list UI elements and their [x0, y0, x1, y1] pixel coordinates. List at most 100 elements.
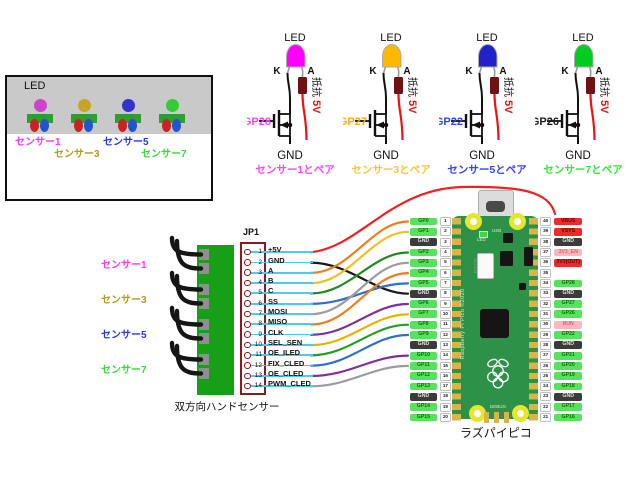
- pin-hole: [244, 310, 251, 318]
- pin-wire-stub: [251, 333, 313, 336]
- pico-pin-row: 28 GND: [540, 340, 582, 350]
- mosfet-junction-dot: [287, 122, 293, 128]
- pico-pin-row: 34 GP28: [540, 278, 582, 288]
- emitter-icon: [74, 119, 83, 132]
- pin-label: GP12: [410, 372, 437, 381]
- pin-wire-stub: [251, 251, 313, 253]
- sensor1-label: センサー1: [15, 137, 61, 148]
- cable-pad: [199, 263, 209, 274]
- pico-brand-text: Raspberry Pi Pico ©2020: [460, 288, 466, 360]
- sensor-unit: [113, 97, 143, 137]
- pin-label: GP28: [554, 279, 582, 288]
- led-label: LED: [284, 32, 305, 44]
- pair-label: センサー3とペア: [351, 164, 431, 176]
- led-driver-circuit: LED K A 抵抗 5V: [247, 26, 343, 178]
- pico-pin-row: GND 18: [410, 392, 451, 402]
- pico-pin-row: 36 3V3(OUT): [540, 258, 582, 268]
- pico-pin-row: 24 GP18: [540, 381, 582, 391]
- pin-label: GP21: [554, 351, 582, 360]
- jp1-title: JP1: [243, 227, 260, 237]
- mosfet-symbol: [451, 110, 483, 144]
- sensor-body: [115, 114, 141, 123]
- mount-hole: [509, 213, 526, 230]
- pin-number: 32: [540, 299, 552, 309]
- pin-label: GND: [410, 238, 437, 247]
- pin-label: GP17: [554, 403, 582, 412]
- pin-number: 27: [540, 351, 552, 360]
- pin-label: GP4: [410, 269, 437, 277]
- pico-pin-row: GP10 14: [410, 350, 451, 360]
- led-dot: [122, 99, 135, 112]
- pico-pin-row: GP15 20: [410, 412, 451, 422]
- pin-label: GP3: [410, 258, 437, 267]
- mount-hole: [469, 405, 486, 422]
- pico-pin-row: GP12 16: [410, 371, 451, 381]
- pin-number: 38: [540, 237, 552, 247]
- resistor-label: 抵抗: [406, 77, 419, 97]
- pin-wire-stub: [251, 323, 313, 326]
- pico-pin-row: GP0 1: [410, 216, 451, 226]
- chip: [500, 251, 513, 266]
- led-label: LED: [476, 32, 497, 44]
- pin-number: 9: [439, 299, 451, 309]
- cable-pad: [199, 368, 209, 379]
- led-driver-circuit: LED K A 抵抗 5V: [343, 26, 439, 178]
- pair-label: センサー1とペア: [255, 164, 335, 176]
- pico-pin-row: GP3 5: [410, 258, 451, 268]
- sensor-unit: [69, 97, 99, 137]
- pin-label: GND: [554, 238, 582, 247]
- jp1-pin-row: 10 SEL_SEN: [240, 338, 335, 350]
- jp1-pin-row: 2 GND: [240, 256, 335, 267]
- jp1-pin-row: 4 B: [240, 276, 335, 288]
- led-cathode-lead: [574, 66, 579, 74]
- cathode-label: K: [369, 66, 377, 77]
- pico-right-pins: 40 VBUS 39 VSYS 38 GND 37 3V3_EN 36 3V3(…: [540, 216, 582, 422]
- pin-hole: [244, 279, 251, 287]
- cathode-wire: [286, 72, 291, 114]
- pin-wire-stub: [251, 313, 313, 315]
- jp1-pin-row: 8 MISO: [240, 317, 335, 329]
- supply-5v-label: 5V: [502, 100, 514, 114]
- pin-hole: [244, 362, 251, 369]
- pin-label: GND: [554, 341, 582, 350]
- pico-pin-row: 38 GND: [540, 237, 582, 247]
- gp-pin-label: GP28: [247, 116, 271, 128]
- pico-pin-row: GP4 6: [410, 268, 451, 278]
- led-dot: [166, 99, 179, 112]
- pin-label: GP0: [410, 217, 437, 226]
- pin-number: 6: [258, 299, 262, 307]
- pin-number: 37: [540, 248, 552, 257]
- pin-label: GP22: [554, 331, 582, 339]
- pin-hole: [244, 382, 251, 390]
- mosfet-symbol: [355, 110, 387, 144]
- pico-pin-row: 32 GP27: [540, 299, 582, 309]
- sensor-body: [27, 114, 53, 123]
- cathode-label: K: [273, 66, 281, 77]
- pico-pin-row: 31 GP26: [540, 309, 582, 319]
- receiver-icon: [40, 119, 49, 132]
- pin-label: GP14: [410, 403, 437, 412]
- pin-number: 9: [258, 330, 262, 338]
- gnd-label: GND: [373, 150, 399, 162]
- mount-hole: [465, 213, 482, 230]
- pin-number: 33: [540, 289, 552, 299]
- pico-pin-row: GND 3: [410, 237, 451, 247]
- pin-number: 23: [540, 392, 552, 402]
- pin-label: C: [268, 286, 274, 296]
- pin-number: 39: [540, 227, 552, 237]
- led-title: LED: [24, 80, 46, 92]
- led-symbol: [382, 44, 402, 68]
- pin-label: PWM_CLED: [268, 379, 311, 389]
- led-label: LED: [572, 32, 593, 44]
- jp1-pin-row: 12 FIX_CLED: [240, 359, 335, 370]
- pin-label: GP9: [410, 331, 437, 339]
- mount-hole: [512, 405, 529, 422]
- bootsel-button[interactable]: BOOTSEL: [473, 253, 494, 279]
- pin-number: 26: [540, 361, 552, 371]
- cable-pad: [199, 298, 209, 309]
- pin-number: 18: [439, 392, 451, 402]
- jp1-pin-row: 13 OE_CLED: [240, 369, 335, 381]
- led-dot: [34, 99, 47, 112]
- led-driver-circuit: LED K A 抵抗 5V: [439, 26, 535, 178]
